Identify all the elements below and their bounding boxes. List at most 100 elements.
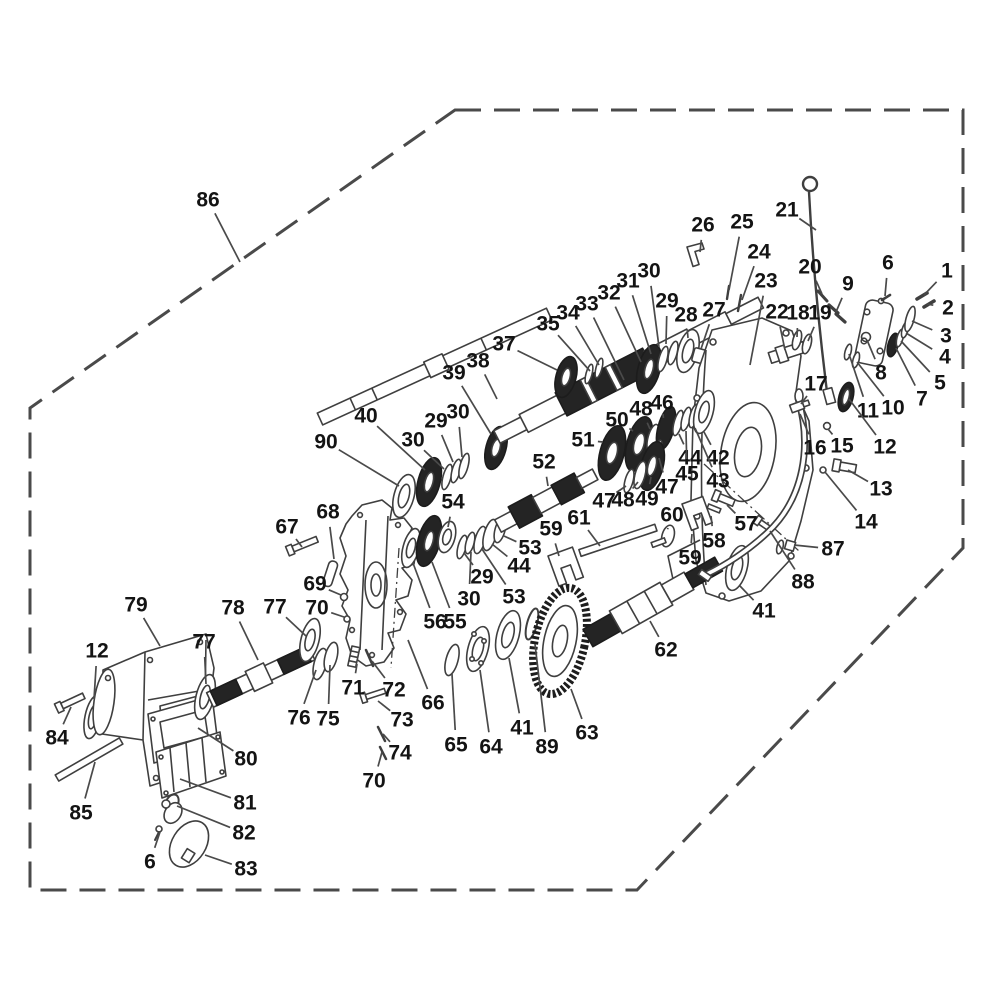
leader-line-58 bbox=[710, 515, 714, 527]
leader-line-65 bbox=[451, 673, 457, 731]
shift-rod-61 bbox=[578, 523, 658, 558]
pin-70-lower bbox=[378, 745, 388, 761]
hole-14 bbox=[819, 466, 827, 474]
part-label-16: 16 bbox=[803, 437, 826, 460]
part-label-40: 40 bbox=[354, 405, 377, 428]
part-label-29: 29 bbox=[655, 290, 678, 313]
leader-line-90 bbox=[338, 448, 400, 487]
leader-line-54 bbox=[447, 516, 451, 528]
breather-hose-17 bbox=[697, 388, 808, 583]
part-label-55: 55 bbox=[443, 611, 467, 634]
leader-line-53 bbox=[503, 535, 517, 543]
leader-line-33 bbox=[592, 317, 625, 381]
part-label-73: 73 bbox=[390, 709, 413, 732]
leader-line-77 bbox=[285, 616, 307, 637]
part-label-43: 43 bbox=[706, 470, 729, 493]
part-label-90: 90 bbox=[314, 431, 337, 454]
part-label-29: 29 bbox=[424, 410, 447, 433]
ring-75 bbox=[323, 641, 339, 673]
part-label-70: 70 bbox=[305, 597, 328, 620]
part-label-66: 66 bbox=[421, 692, 444, 715]
countershaft-52 bbox=[493, 468, 599, 533]
leader-line-12 bbox=[93, 665, 97, 700]
part-label-84: 84 bbox=[45, 727, 69, 750]
leader-line-66 bbox=[407, 639, 429, 690]
leader-line-51 bbox=[597, 440, 604, 443]
part-label-74: 74 bbox=[388, 742, 412, 765]
leader-line-28 bbox=[686, 329, 689, 339]
disc-64 bbox=[465, 625, 491, 673]
leader-line-29 bbox=[665, 315, 668, 345]
leader-line-30 bbox=[458, 426, 463, 458]
leader-line-24 bbox=[741, 265, 755, 301]
leader-line-59 bbox=[554, 543, 560, 557]
part-label-56: 56 bbox=[423, 611, 446, 634]
part-label-41: 41 bbox=[752, 600, 776, 623]
leader-line-69 bbox=[328, 589, 342, 596]
part-label-30: 30 bbox=[637, 260, 660, 283]
part-label-52: 52 bbox=[532, 451, 555, 474]
leader-line-83 bbox=[204, 854, 233, 866]
part-label-31: 31 bbox=[616, 270, 640, 293]
leader-line-86 bbox=[214, 212, 241, 263]
part-label-20: 20 bbox=[798, 256, 821, 279]
ring-11 bbox=[843, 343, 853, 361]
part-label-7: 7 bbox=[916, 388, 928, 411]
part-label-67: 67 bbox=[275, 516, 298, 539]
centerline-case bbox=[390, 547, 400, 669]
leader-line-47 bbox=[658, 457, 664, 473]
leader-line-41 bbox=[739, 585, 755, 601]
pin-72 bbox=[364, 648, 375, 668]
part-label-79: 79 bbox=[124, 594, 147, 617]
leader-line-71 bbox=[354, 663, 358, 674]
leader-line-13 bbox=[847, 469, 869, 483]
centerline-housing bbox=[703, 463, 800, 552]
part-label-30: 30 bbox=[446, 401, 469, 424]
leader-line-8 bbox=[866, 339, 876, 360]
part-label-68: 68 bbox=[316, 501, 340, 524]
leader-line-89 bbox=[534, 643, 547, 733]
leader-line-44 bbox=[678, 433, 685, 445]
leader-line-61 bbox=[587, 529, 601, 547]
part-label-47: 47 bbox=[655, 476, 678, 499]
part-label-61: 61 bbox=[567, 507, 591, 530]
bolt-73 bbox=[358, 687, 387, 705]
leader-line-12 bbox=[848, 398, 877, 436]
pin-58 bbox=[706, 503, 722, 514]
leader-line-74 bbox=[382, 733, 391, 743]
leader-line-27 bbox=[700, 323, 711, 350]
leader-line-37 bbox=[517, 349, 558, 371]
part-label-75: 75 bbox=[316, 708, 340, 731]
leader-line-50 bbox=[628, 427, 634, 432]
leader-line-2 bbox=[926, 303, 934, 307]
pin-60 bbox=[650, 537, 667, 549]
part-label-14: 14 bbox=[854, 511, 878, 534]
part-label-29: 29 bbox=[470, 566, 493, 589]
leader-line-20 bbox=[815, 280, 823, 295]
part-label-65: 65 bbox=[444, 734, 468, 757]
leader-line-29 bbox=[463, 552, 474, 566]
part-label-72: 72 bbox=[382, 679, 405, 702]
nut-87 bbox=[783, 539, 797, 552]
part-label-4: 4 bbox=[939, 346, 951, 369]
parts-drawing bbox=[53, 175, 936, 868]
part-label-15: 15 bbox=[830, 435, 854, 458]
part-label-35: 35 bbox=[536, 313, 560, 336]
part-label-27: 27 bbox=[702, 299, 725, 322]
part-label-46: 46 bbox=[650, 392, 673, 415]
pin-24 bbox=[736, 293, 743, 313]
part-label-80: 80 bbox=[234, 748, 257, 771]
leader-line-70 bbox=[330, 611, 345, 618]
part-label-3: 3 bbox=[940, 325, 952, 348]
pin-20 bbox=[816, 289, 829, 303]
leader-line-88 bbox=[769, 530, 796, 570]
leader-line-10 bbox=[856, 361, 885, 397]
leader-line-52 bbox=[545, 476, 549, 487]
part-label-39: 39 bbox=[442, 362, 465, 385]
part-label-81: 81 bbox=[233, 792, 257, 815]
leader-line-30 bbox=[468, 551, 472, 585]
part-label-30: 30 bbox=[401, 429, 424, 452]
leader-line-55 bbox=[431, 561, 451, 609]
bolt-84 bbox=[53, 692, 86, 714]
